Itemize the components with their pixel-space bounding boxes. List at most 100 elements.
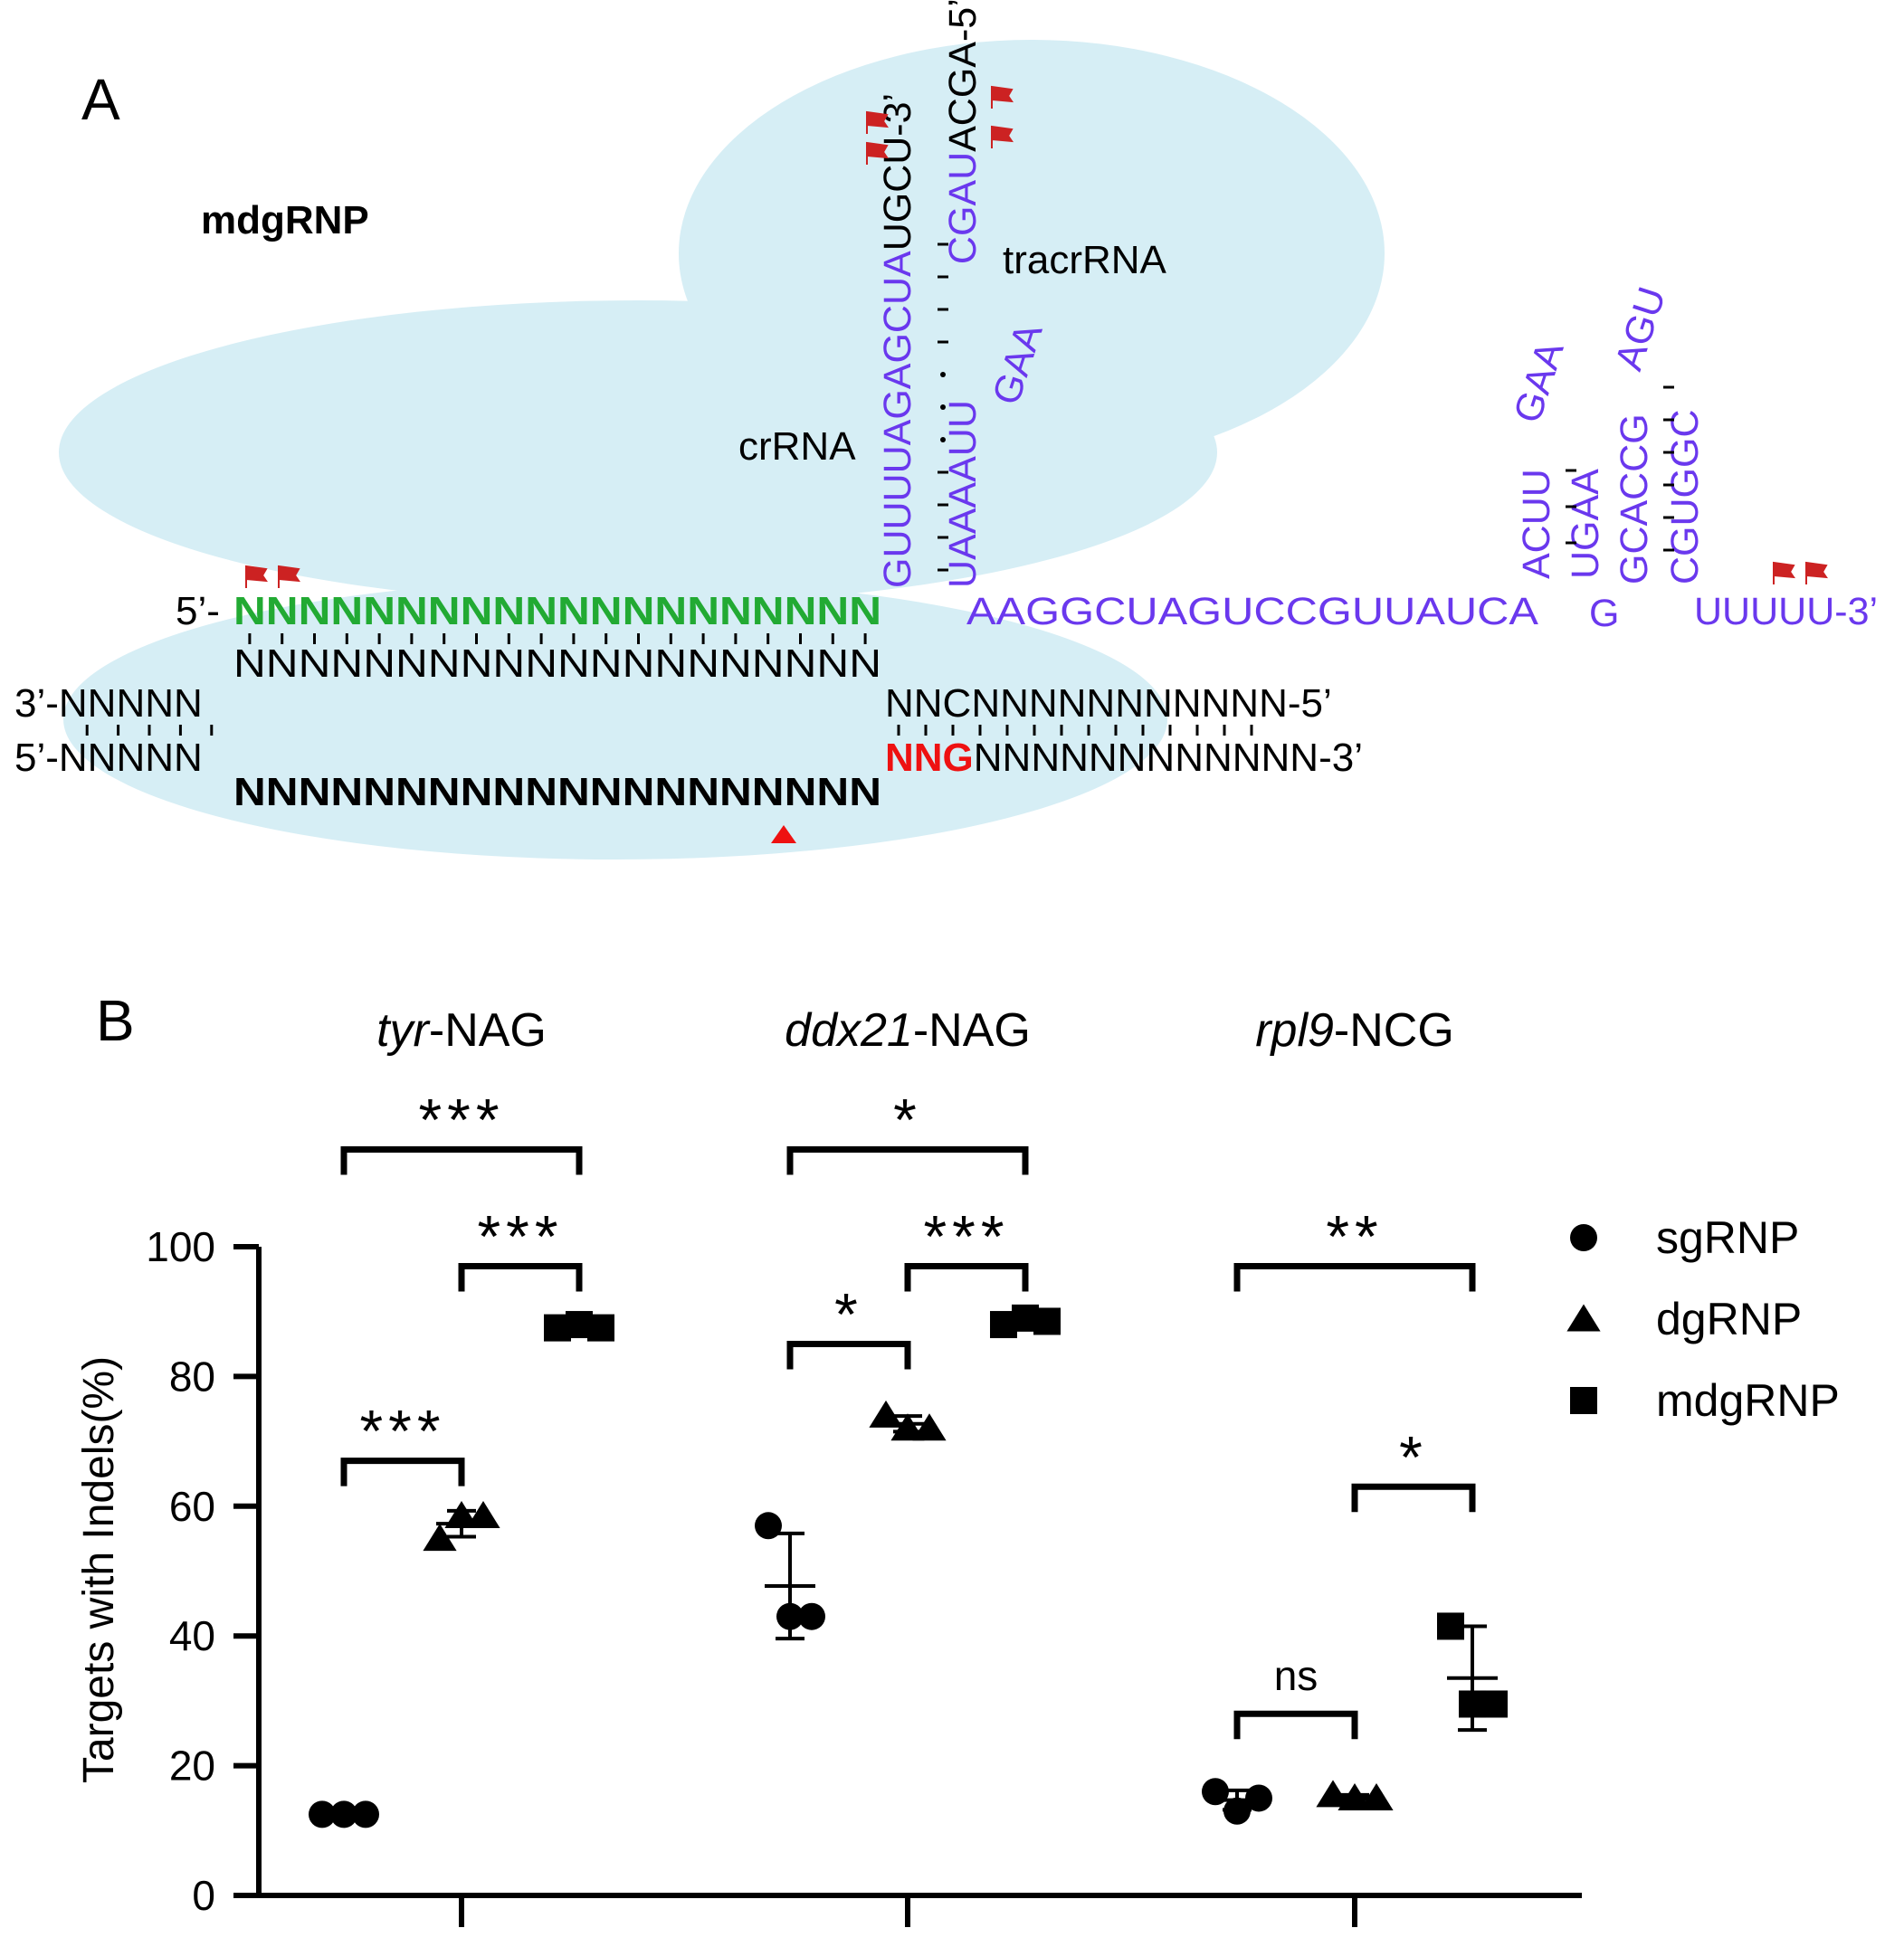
data-point-dgRNP	[912, 1413, 947, 1441]
significance-bracket	[1351, 1483, 1476, 1513]
significance-bracket	[1233, 1263, 1476, 1292]
significance-label: *	[834, 1281, 863, 1348]
target-base-pairs	[85, 725, 1253, 736]
panel-b-label: B	[96, 988, 135, 1053]
complex-label: mdgRNP	[201, 198, 369, 242]
significance-label: *	[893, 1086, 922, 1153]
data-point-sgRNP	[1202, 1778, 1229, 1806]
red-flag-icon	[245, 565, 268, 588]
crrna-repeat: GUUUUAGAGCUAUGCU-3’	[876, 93, 919, 588]
target-bot-left: 5’-NNNNN	[14, 736, 203, 780]
tracr-linear: AAGGCUAGUCCGUUAUCA	[966, 590, 1538, 633]
crrna-label: crRNA	[738, 424, 856, 469]
data-point-sgRNP	[798, 1602, 825, 1630]
group-label: rpl9-NCG	[1255, 1004, 1454, 1057]
y-tick-label: 40	[169, 1612, 215, 1659]
red-flag-icon	[866, 141, 889, 165]
tracr-tail: UUUUU-3’	[1694, 590, 1878, 633]
hairpin2-right: CGUGGC	[1663, 410, 1707, 585]
significance-bracket	[458, 1263, 583, 1292]
group-labels: tyr-NAG ddx21-NAG rpl9-NCG	[376, 1004, 1454, 1057]
data-point-sgRNP	[776, 1602, 804, 1630]
target-strand-bottom: NNNNNNNNNNNNNNNNNNNN	[233, 770, 881, 814]
data-point-sgRNP	[330, 1800, 357, 1828]
spacer-5prime: 5’-	[176, 589, 220, 633]
data-point-dgRNP	[423, 1524, 457, 1552]
target-top-left: 3’-NNNNN	[14, 681, 203, 726]
tracr-antirepeat: UAAAAUUCGAUACGA-5’	[941, 0, 985, 588]
red-flag-icon	[866, 110, 889, 134]
y-axis-label: Targets with Indels(%)	[75, 1356, 123, 1783]
significance-label: ***	[923, 1203, 1009, 1270]
hairpin1-right: UGAA	[1564, 469, 1607, 579]
significance-bracket	[904, 1263, 1029, 1292]
tracr-label: tracrRNA	[1003, 238, 1167, 282]
x-axis-ticks	[459, 1895, 1357, 1927]
significance-bracket	[786, 1341, 911, 1370]
data-point-sgRNP	[755, 1512, 782, 1540]
group-label: ddx21-NAG	[785, 1004, 1031, 1057]
significance-bracket	[340, 1458, 465, 1486]
data-point-mdgRNP	[587, 1314, 614, 1342]
pam-sequence: NNG	[885, 736, 974, 780]
stem-base-pairs	[938, 242, 948, 572]
hairpin2-loop: AGU	[1607, 282, 1674, 375]
significance-bracket	[340, 1145, 583, 1175]
significance-label: ns	[1274, 1652, 1319, 1699]
data-point-dgRNP	[1316, 1780, 1350, 1808]
crrna-spacer: NNNNNNNNNNNNNNNNNNNN	[233, 589, 881, 633]
significance-label: *	[1399, 1423, 1428, 1490]
data-point-mdgRNP	[1480, 1690, 1508, 1718]
complex-blob	[59, 40, 1385, 860]
legend-marker-dgRNP	[1566, 1304, 1601, 1332]
legend-label: sgRNP	[1656, 1212, 1799, 1263]
panel-a: A mdgRNP tracrRNA crRNA GUUUUAGAGCUAUGCU…	[14, 0, 1878, 860]
red-flag-icon	[991, 85, 1014, 109]
data-point-sgRNP	[1245, 1784, 1272, 1812]
error-bars	[319, 1315, 1498, 1817]
panel-b: B Targets with Indels(%) 0 20 40 60 80 100 ty…	[75, 988, 1840, 1927]
data-point-dgRNP	[1338, 1782, 1372, 1810]
data-point-dgRNP	[466, 1501, 500, 1529]
red-flag-icon	[991, 125, 1014, 148]
data-point-dgRNP	[1359, 1782, 1394, 1810]
significance-label: ***	[477, 1203, 563, 1270]
data-point-dgRNP	[890, 1413, 925, 1441]
significance-label: **	[1326, 1203, 1383, 1270]
stem-wobble-dot	[940, 437, 946, 442]
y-tick-label: 80	[169, 1353, 215, 1400]
data-point-dgRNP	[444, 1501, 479, 1529]
stem-wobble-dot	[940, 404, 946, 410]
panel-a-label: A	[81, 67, 120, 132]
spacer-base-pairs	[248, 633, 867, 644]
blob-lower	[63, 579, 1167, 860]
y-tick-label: 100	[146, 1223, 215, 1270]
target-bot-right: NNGNNNNNNNNNNNN-3’	[885, 736, 1363, 780]
significance-bracket	[786, 1145, 1029, 1175]
target-top-right: NNCNNNNNNNNNNN-5’	[885, 681, 1332, 726]
target-strand-top: NNNNNNNNNNNNNNNNNNNN	[233, 641, 881, 686]
y-tick-label: 20	[169, 1743, 215, 1790]
hairpin1-left: ACUU	[1515, 469, 1558, 579]
data-point-mdgRNP	[1033, 1307, 1061, 1335]
y-axis-ticks: 0 20 40 60 80 100	[146, 1223, 259, 1919]
blob-lobe	[679, 40, 1385, 467]
significance-label: ***	[418, 1086, 504, 1153]
cut-site-triangle-icon	[771, 825, 796, 843]
hairpin-base-pairs	[1566, 385, 1674, 552]
group-label: tyr-NAG	[376, 1004, 547, 1057]
y-tick-label: 0	[192, 1872, 215, 1919]
data-point-mdgRNP	[1437, 1612, 1464, 1640]
hairpin2-left: GCACCG	[1613, 413, 1656, 584]
stem-wobble-dot	[940, 372, 946, 377]
hairpin1-loop: GAA	[1506, 337, 1573, 429]
y-tick-label: 60	[169, 1483, 215, 1530]
red-flag-icon	[278, 565, 300, 588]
red-flag-icon	[1805, 561, 1828, 584]
data-point-sgRNP	[352, 1800, 379, 1828]
legend-label: mdgRNP	[1656, 1375, 1840, 1426]
data-point-dgRNP	[869, 1400, 903, 1428]
significance-label: ***	[359, 1398, 445, 1465]
